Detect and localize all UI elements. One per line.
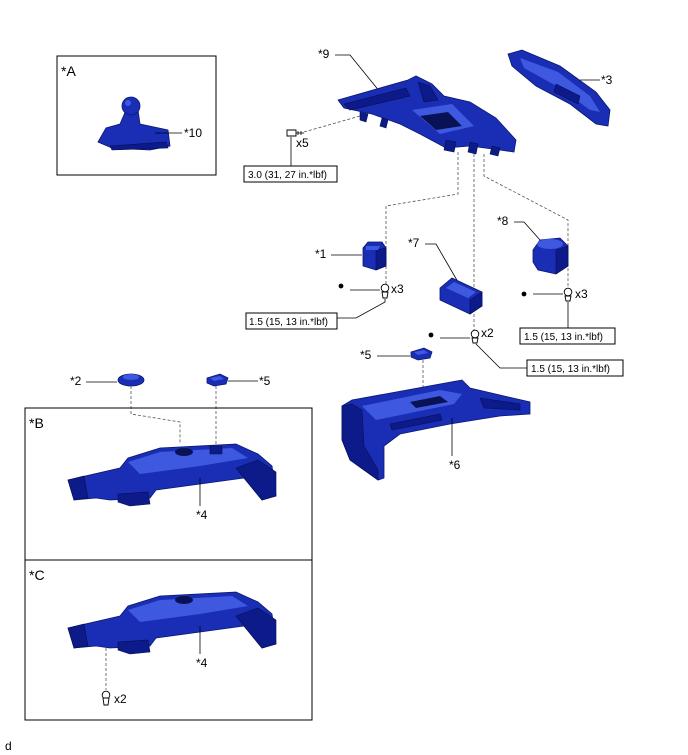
shift-knob-part — [97, 96, 171, 151]
dash-console-to-switch-1 — [385, 152, 459, 288]
bolt-fastener-c — [101, 690, 111, 706]
dash-part-2-to-4 — [130, 386, 181, 444]
leader-part-9 — [335, 54, 381, 93]
clip-fastener-left — [380, 283, 390, 299]
panel-a-frame — [56, 55, 217, 176]
torque-top: 3.0 (31, 27 in.*lbf) — [248, 170, 327, 181]
leader-torque-mid — [475, 343, 527, 369]
torque-box-left — [245, 312, 338, 330]
part-label-1: *1 — [315, 247, 327, 261]
torque-box-right — [519, 327, 616, 345]
qty-clip-right: x3 — [575, 287, 588, 301]
qty-clip-left: x3 — [391, 282, 404, 296]
torque-left: 1.5 (15, 13 in.*lbf) — [249, 317, 328, 328]
panel-b-label: *B — [29, 415, 44, 431]
screw-fastener-top — [286, 129, 304, 137]
panel-c-label: *C — [29, 567, 45, 583]
qty-bolt-c: x2 — [114, 692, 127, 706]
clip-fastener-mid — [470, 329, 480, 344]
clip-fastener-right — [563, 287, 573, 302]
module-part-7 — [439, 277, 483, 315]
leader-part-7 — [425, 243, 459, 283]
part-label-9: *9 — [318, 47, 330, 61]
leader-torque-left — [337, 299, 386, 319]
small-part-5-top — [410, 347, 433, 361]
part-label-8: *8 — [497, 214, 509, 228]
part-label-2: *2 — [70, 374, 82, 388]
torque-mid: 1.5 (15, 13 in.*lbf) — [531, 364, 610, 375]
grease-dot-mid — [428, 332, 434, 338]
switch-part-1 — [362, 241, 387, 271]
footer-code: d — [5, 739, 12, 753]
dial-part-8 — [532, 237, 569, 275]
grease-dot-right — [521, 291, 527, 297]
lower-console-part-6 — [341, 379, 531, 481]
torque-right: 1.5 (15, 13 in.*lbf) — [524, 332, 603, 343]
panel-c-frame — [24, 559, 313, 721]
cap-part-2 — [117, 373, 145, 387]
part-label-6: *6 — [449, 458, 461, 472]
part-label-4-c: *4 — [196, 656, 208, 670]
grease-dot-left — [338, 283, 344, 289]
trim-panel-part-3 — [507, 49, 611, 127]
qty-clip-mid: x2 — [481, 326, 494, 340]
torque-box-top — [243, 165, 338, 183]
upper-console-part — [337, 75, 517, 157]
part-label-5-top: *5 — [360, 348, 372, 362]
lower-bracket-part-4-b — [67, 443, 277, 507]
part-label-3: *3 — [601, 73, 613, 87]
panel-a-label: *A — [61, 63, 76, 79]
torque-box-mid — [526, 359, 624, 377]
small-part-5-left — [206, 373, 229, 387]
leader-part-8 — [514, 221, 541, 241]
dash-screw-to-console — [303, 115, 361, 133]
part-label-4-b: *4 — [196, 508, 208, 522]
lower-bracket-part-4-c — [67, 591, 277, 655]
qty-screws-top: x5 — [296, 136, 309, 150]
part-label-7: *7 — [408, 236, 420, 250]
part-label-10: *10 — [184, 126, 202, 140]
part-label-5-left: *5 — [259, 374, 271, 388]
